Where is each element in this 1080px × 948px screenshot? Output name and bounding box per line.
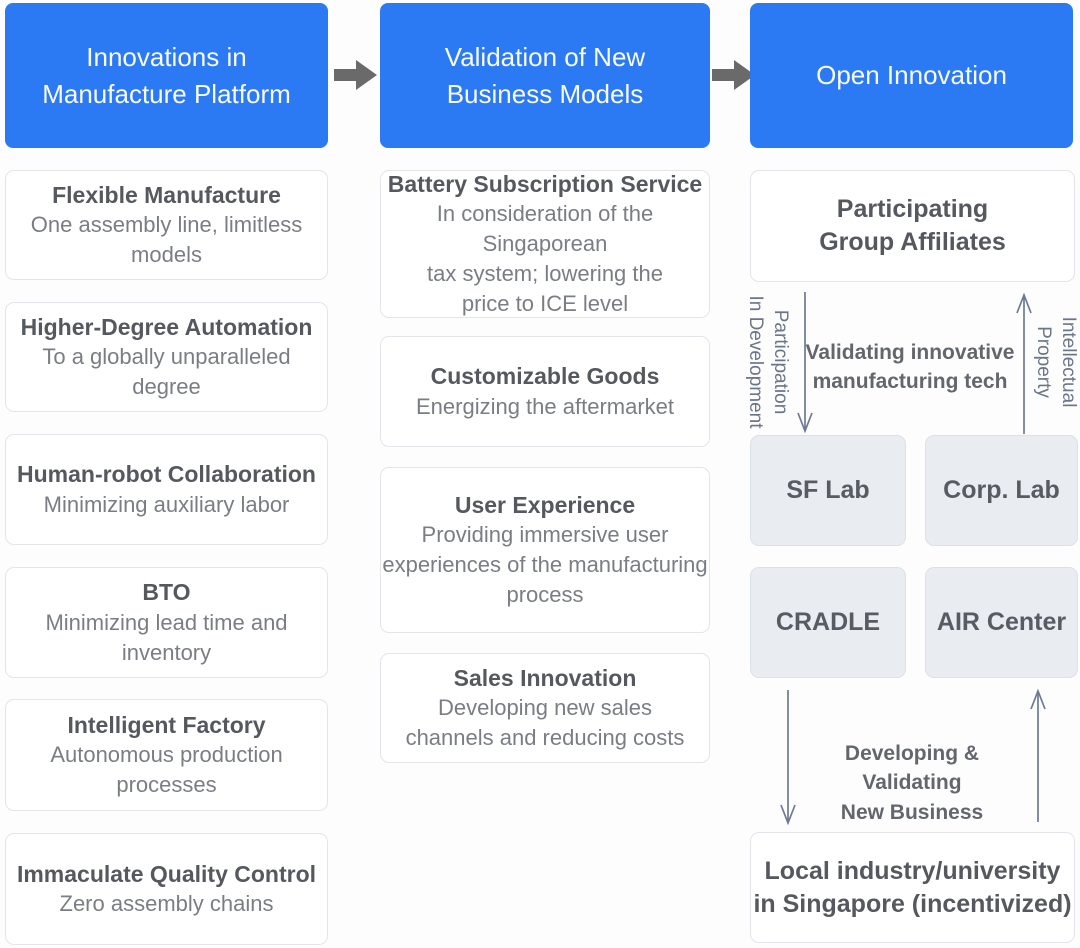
card-human-robot-collaboration: Human-robot Collaboration Minimizing aux…	[5, 434, 328, 545]
card-local-industry-university: Local industry/university in Singapore (…	[750, 832, 1075, 943]
card-desc: Zero assembly chains	[59, 891, 274, 917]
card-immaculate-quality-control: Immaculate Quality Control Zero assembly…	[5, 833, 328, 945]
card-flexible-manufacture: Flexible Manufacture One assembly line, …	[5, 170, 328, 280]
card-battery-subscription: Battery Subscription Service In consider…	[380, 170, 710, 318]
card-desc: Energizing the aftermarket	[415, 393, 675, 419]
card-title: User Experience	[454, 491, 636, 518]
arrow-down-icon	[780, 690, 796, 826]
card-customizable-goods: Customizable Goods Energizing the afterm…	[380, 336, 710, 447]
card-desc: Minimizing lead time and inventory	[45, 609, 288, 665]
arrow-up-icon	[1016, 292, 1032, 434]
header-business-models: Validation of New Business Models	[380, 3, 710, 148]
box-sf-lab: SF Lab	[750, 435, 906, 546]
card-desc: Autonomous production processes	[50, 742, 283, 798]
header-manufacture-platform: Innovations in Manufacture Platform	[5, 3, 328, 148]
card-bto: BTO Minimizing lead time and inventory	[5, 567, 328, 678]
card-desc: Developing new sales channels and reduci…	[405, 695, 685, 751]
header-open-innovation: Open Innovation	[750, 3, 1073, 148]
label-intellectual-property: Intellectual Property	[1033, 316, 1079, 408]
label-validating-manufacturing-tech: Validating innovative manufacturing tech	[805, 341, 1015, 394]
flow-arrow-icon	[712, 60, 755, 90]
card-title: Intelligent Factory	[67, 711, 266, 738]
card-desc: Minimizing auxiliary labor	[43, 491, 290, 517]
card-desc: Providing immersive user experiences of …	[382, 522, 708, 608]
card-title: Battery Subscription Service	[387, 171, 703, 198]
card-title: BTO	[142, 579, 191, 606]
card-participating-group-affiliates: Participating Group Affiliates	[750, 170, 1075, 282]
flow-arrow-icon	[334, 60, 377, 90]
card-title: Immaculate Quality Control	[16, 860, 317, 887]
label-participation-in-development: Participation In Development	[745, 295, 791, 429]
card-desc: To a globally unparalleled degree	[42, 344, 291, 400]
card-title: Flexible Manufacture	[52, 181, 281, 208]
card-sales-innovation: Sales Innovation Developing new sales ch…	[380, 653, 710, 763]
card-title: Higher-Degree Automation	[20, 313, 313, 340]
card-title: Participating Group Affiliates	[819, 195, 1006, 256]
box-corp-lab: Corp. Lab	[925, 435, 1078, 546]
card-desc: In consideration of the Singaporean tax …	[427, 201, 663, 317]
card-title: Customizable Goods	[430, 363, 660, 390]
card-title: Human-robot Collaboration	[17, 461, 316, 488]
arrow-down-icon	[797, 292, 813, 434]
card-higher-degree-automation: Higher-Degree Automation To a globally u…	[5, 302, 328, 412]
arrow-up-icon	[1030, 688, 1046, 822]
card-desc: One assembly line, limitless models	[30, 212, 303, 268]
label-developing-validating-new-business: Developing & Validating New Business	[840, 742, 984, 824]
card-title: Sales Innovation	[453, 664, 637, 691]
box-air-center: AIR Center	[925, 567, 1078, 678]
card-title: Local industry/university in Singapore (…	[753, 856, 1072, 918]
card-user-experience: User Experience Providing immersive user…	[380, 467, 710, 633]
box-cradle: CRADLE	[750, 567, 906, 678]
card-intelligent-factory: Intelligent Factory Autonomous productio…	[5, 699, 328, 811]
